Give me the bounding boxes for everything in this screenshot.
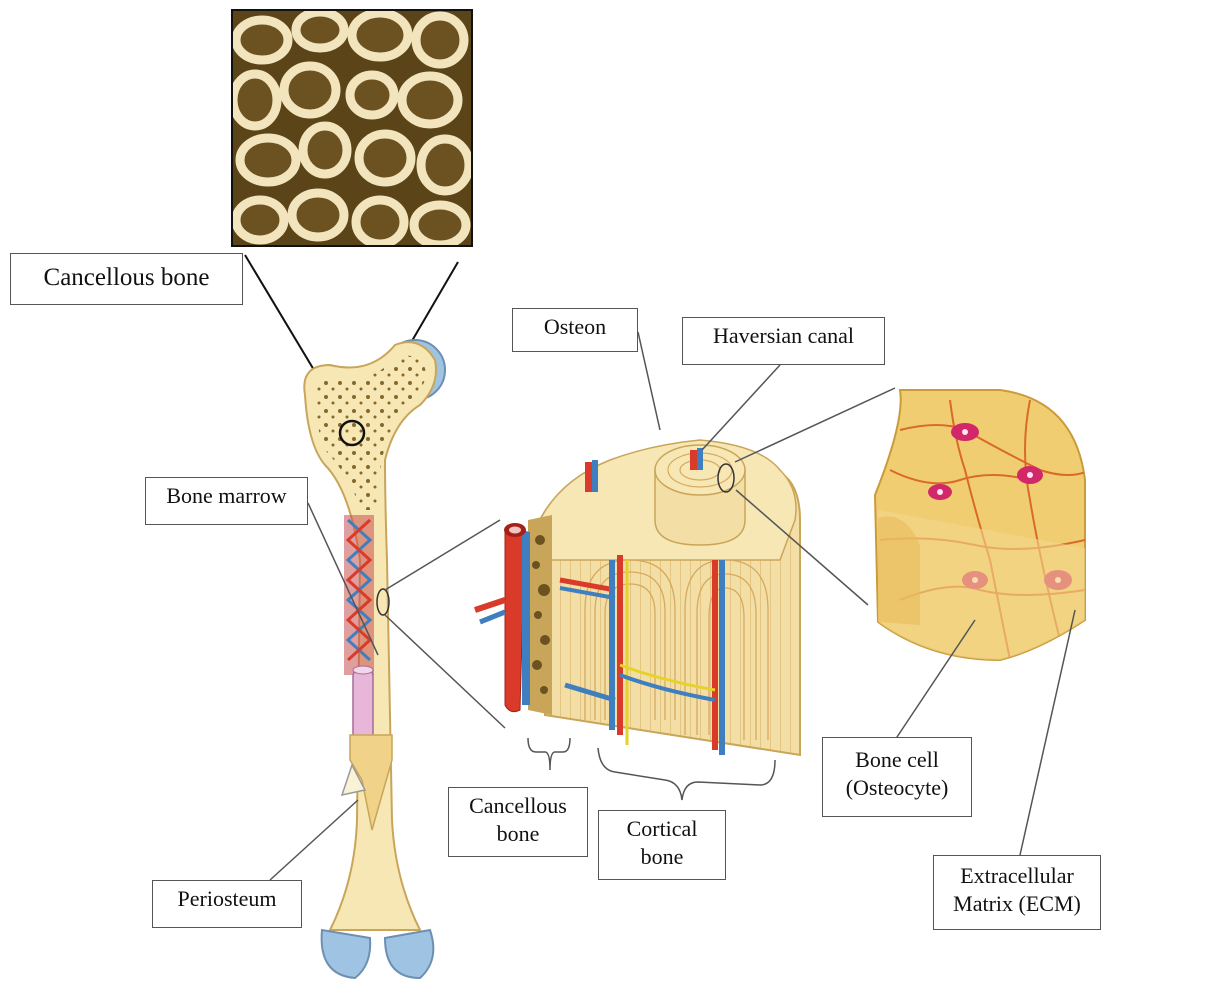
long-bone — [304, 340, 445, 978]
section-leader-top — [735, 388, 895, 462]
label-extracellular-matrix: Extracellular Matrix (ECM) — [933, 855, 1101, 930]
label-bone-marrow: Bone marrow — [145, 477, 308, 525]
cortical-bone-block — [475, 440, 800, 755]
cancellous-brace — [528, 738, 570, 770]
label-cancellous-bone: Cancellous bone — [448, 787, 588, 857]
haversian-leader — [702, 365, 780, 450]
label-periosteum: Periosteum — [152, 880, 302, 928]
osteon-leader — [638, 332, 660, 430]
label-bone-cell: Bone cell (Osteocyte) — [822, 737, 972, 817]
osteocyte-section — [875, 390, 1090, 660]
label-cortical-bone: Cortical bone — [598, 810, 726, 880]
cortical-brace — [598, 748, 775, 800]
block-leader-top — [385, 520, 500, 590]
label-haversian-canal: Haversian canal — [682, 317, 885, 365]
periosteum-leader — [270, 800, 358, 880]
block-leader-bottom — [385, 615, 505, 728]
label-cancellous-bone-top: Cancellous bone — [10, 253, 243, 305]
label-osteon: Osteon — [512, 308, 638, 352]
cancellous-bone-inset — [232, 10, 472, 246]
